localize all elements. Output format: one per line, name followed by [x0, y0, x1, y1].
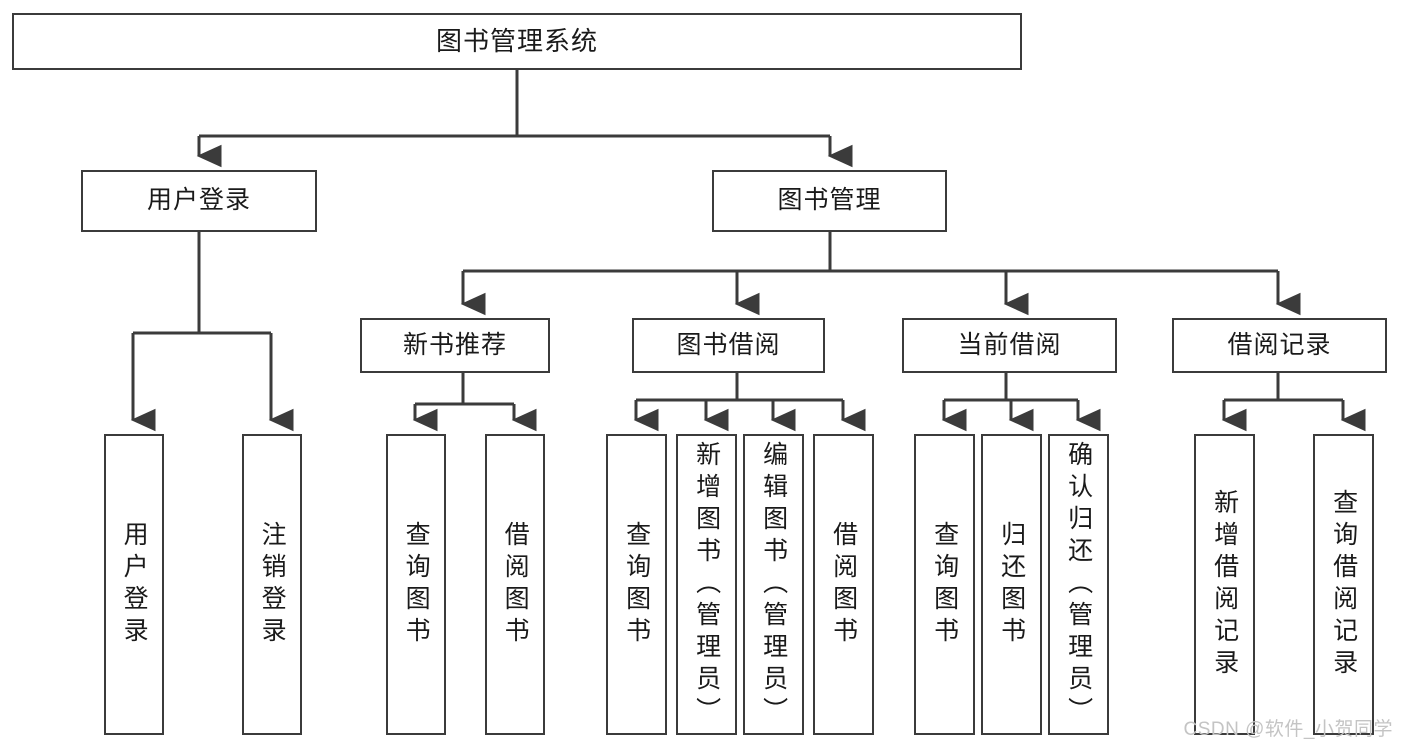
leaf-edit-book-admin[interactable]: 编辑图书（管理员） [743, 434, 804, 735]
leaf-query-borrow-record[interactable]: 查询借阅记录 [1313, 434, 1374, 735]
node-user-login[interactable]: 用户登录 [81, 170, 317, 232]
node-label: 查询图书 [622, 520, 651, 649]
leaf-query-book-borrow[interactable]: 查询图书 [606, 434, 667, 735]
node-label: 图书管理 [777, 186, 882, 215]
node-label: 新书推荐 [402, 330, 507, 359]
leaf-borrow-book[interactable]: 借阅图书 [813, 434, 874, 735]
node-label: 图书借阅 [676, 330, 781, 359]
node-label: 借阅图书 [501, 520, 530, 649]
node-label: 图书管理系统 [435, 26, 598, 57]
node-label: 用户登录 [146, 186, 251, 215]
node-label: 查询图书 [930, 520, 959, 649]
node-label: 新增借阅记录 [1210, 488, 1239, 681]
leaf-logout[interactable]: 注销登录 [242, 434, 302, 735]
node-label: 借阅记录 [1227, 330, 1332, 359]
node-label: 当前借阅 [957, 330, 1062, 359]
node-label: 借阅图书 [829, 520, 858, 649]
node-current-borrow[interactable]: 当前借阅 [902, 318, 1117, 373]
node-label: 注销登录 [258, 520, 287, 649]
node-book-borrow[interactable]: 图书借阅 [632, 318, 825, 373]
node-label: 查询借阅记录 [1329, 488, 1358, 681]
node-label: 编辑图书（管理员） [759, 440, 788, 729]
node-book-management[interactable]: 图书管理 [712, 170, 947, 232]
leaf-borrow-book-newbook[interactable]: 借阅图书 [485, 434, 545, 735]
node-label: 用户登录 [120, 520, 149, 649]
node-new-book-recommend[interactable]: 新书推荐 [360, 318, 550, 373]
leaf-confirm-return-admin[interactable]: 确认归还（管理员） [1048, 434, 1109, 735]
node-label: 归还图书 [997, 520, 1026, 649]
leaf-user-login[interactable]: 用户登录 [104, 434, 164, 735]
leaf-query-book-current[interactable]: 查询图书 [914, 434, 975, 735]
leaf-query-book-newbook[interactable]: 查询图书 [386, 434, 446, 735]
leaf-add-borrow-record[interactable]: 新增借阅记录 [1194, 434, 1255, 735]
node-borrow-record[interactable]: 借阅记录 [1172, 318, 1387, 373]
leaf-return-book[interactable]: 归还图书 [981, 434, 1042, 735]
watermark: CSDN @软件_小贺同学 [1183, 719, 1393, 740]
node-label: 确认归还（管理员） [1064, 440, 1093, 729]
node-root-book-management-system[interactable]: 图书管理系统 [12, 13, 1022, 70]
leaf-add-book-admin[interactable]: 新增图书（管理员） [676, 434, 737, 735]
node-label: 新增图书（管理员） [692, 440, 721, 729]
node-label: 查询图书 [402, 520, 431, 649]
